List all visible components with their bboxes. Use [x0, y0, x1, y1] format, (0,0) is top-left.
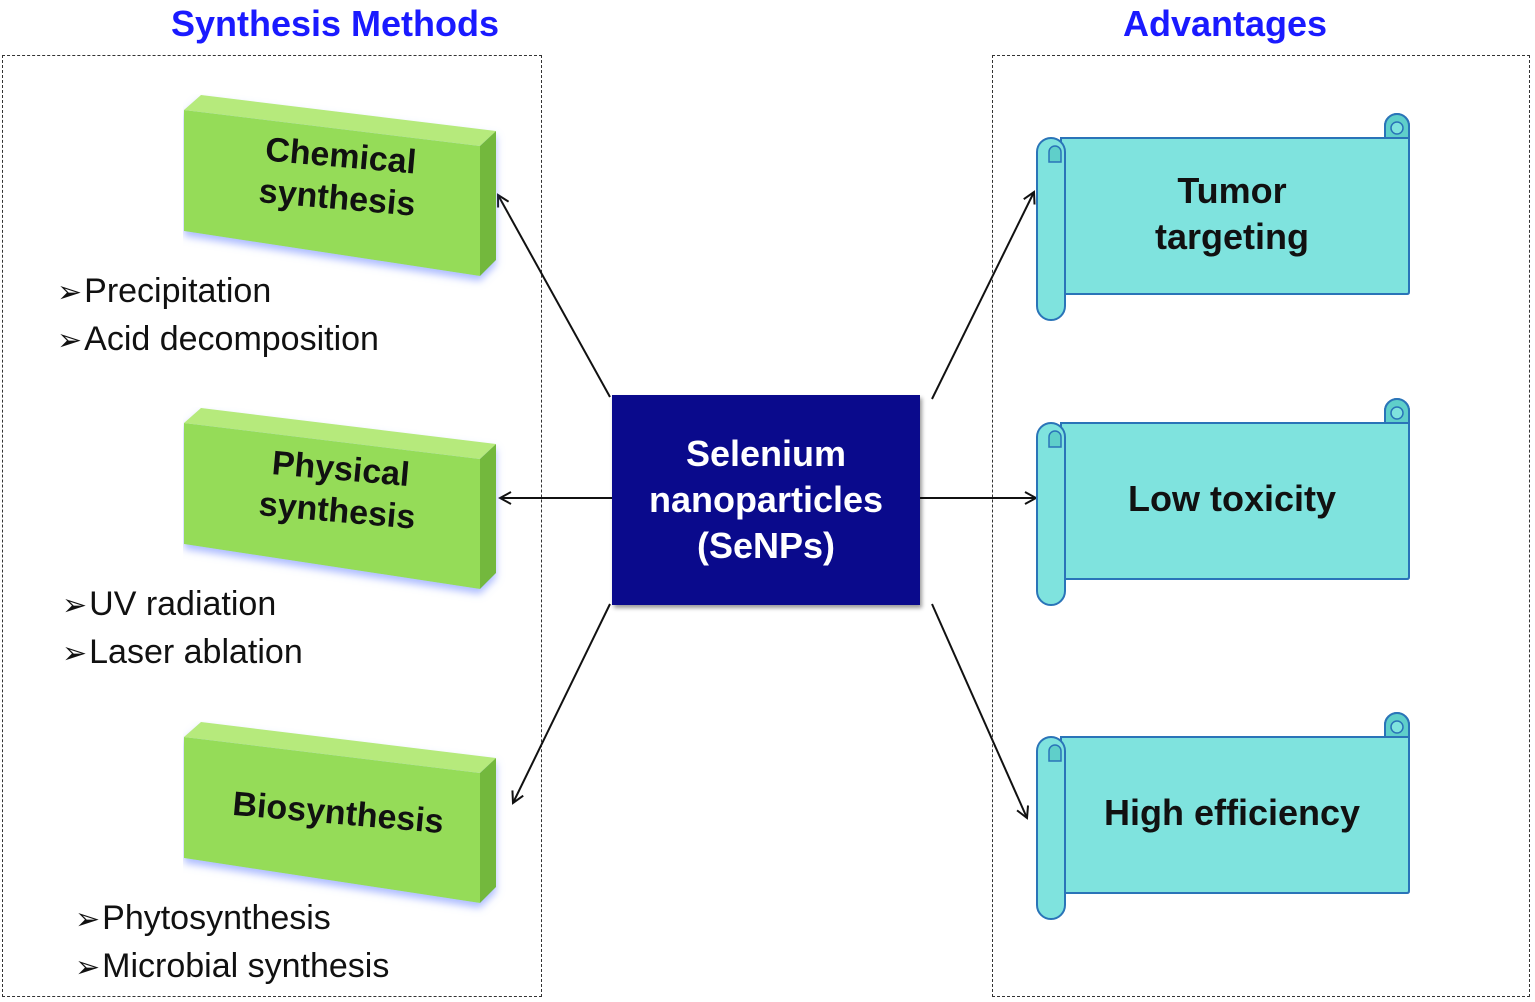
selenium-nanoparticles-box: Selenium nanoparticles (SeNPs) — [612, 395, 920, 605]
list-item: Microbial synthesis — [75, 943, 389, 991]
biosynthesis-methods-list: Phytosynthesis Microbial synthesis — [75, 895, 389, 991]
arrow-to-chemical — [498, 195, 611, 398]
arrow-to-high-efficiency — [931, 603, 1027, 818]
synthesis-methods-panel — [2, 55, 542, 997]
method-label-line1: Biosynthesis — [231, 784, 446, 841]
center-line3: (SeNPs) — [696, 525, 836, 566]
advantages-panel — [992, 55, 1530, 997]
advantage-scroll-tumor-targeting: Tumor targeting — [1033, 110, 1413, 321]
green-slab-shape — [184, 722, 496, 903]
method-block-biosynthesis: Biosynthesis — [183, 721, 513, 921]
arrow-to-tumor-targeting — [931, 192, 1034, 400]
advantage-label: Low toxicity — [1061, 423, 1403, 575]
green-slab-shape — [184, 408, 496, 589]
list-item: Acid decomposition — [57, 316, 379, 364]
list-item: Laser ablation — [62, 629, 303, 677]
method-label-line1: Physical — [270, 443, 412, 494]
advantage-label-line1: Tumor — [1177, 170, 1287, 211]
scroll-banner-shape — [1036, 113, 1410, 321]
arrow-to-biosynthesis — [513, 603, 611, 803]
advantage-label: Tumor targeting — [1061, 138, 1403, 290]
advantage-label-line1: Low toxicity — [1127, 478, 1337, 519]
list-item: Precipitation — [57, 268, 379, 316]
advantage-scroll-high-efficiency: High efficiency — [1033, 709, 1413, 920]
advantage-scroll-low-toxicity: Low toxicity — [1033, 395, 1413, 606]
center-line1: Selenium — [685, 433, 847, 474]
advantage-label-line1: High efficiency — [1103, 792, 1361, 833]
center-line2: nanoparticles — [648, 479, 884, 520]
physical-methods-list: UV radiation Laser ablation — [62, 581, 303, 677]
scroll-banner-shape — [1036, 398, 1410, 606]
list-item: Phytosynthesis — [75, 895, 389, 943]
advantage-label: High efficiency — [1061, 737, 1403, 889]
synthesis-methods-title: Synthesis Methods — [170, 3, 500, 44]
scroll-banner-shape — [1036, 712, 1410, 920]
advantage-label-line2: targeting — [1154, 216, 1309, 257]
advantages-title: Advantages — [1122, 3, 1328, 44]
method-label: Biosynthesis — [176, 708, 501, 900]
green-slab-shape — [184, 95, 496, 276]
list-item: UV radiation — [62, 581, 303, 629]
chemical-methods-list: Precipitation Acid decomposition — [57, 268, 379, 364]
